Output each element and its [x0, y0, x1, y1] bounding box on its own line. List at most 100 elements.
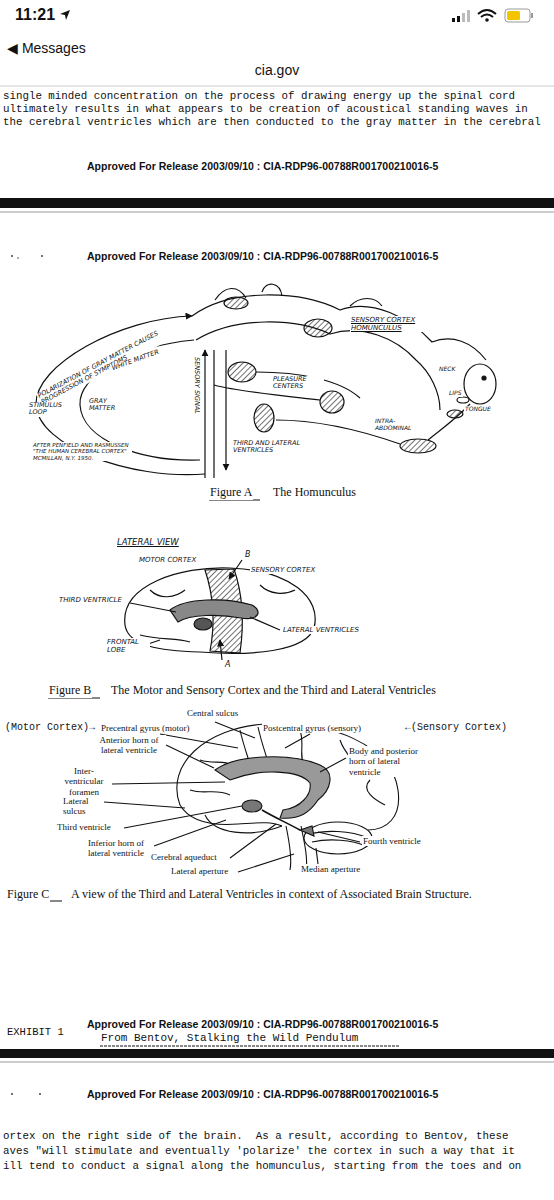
scan-specks [39, 1093, 41, 1095]
status-bar [467, 10, 470, 22]
homunculus-figure [256, 372, 360, 398]
status-bar [485, 18, 489, 22]
part-name: Third ventricle [56, 822, 112, 832]
source-note: From Bentov, Stalking the Wild Pendulum [100, 1032, 359, 1045]
body-text: aves "will stimulate and eventually 'pol… [2, 1145, 516, 1157]
homunculus-figure [350, 299, 382, 307]
homunculus-figure [464, 364, 496, 404]
figure-label: MOTOR CORTEX [138, 556, 197, 564]
brain-ventricle-figure [238, 854, 294, 872]
toolbar-rule [0, 86, 554, 87]
status-bar [457, 16, 460, 22]
part-name: Cerebral aqueduct [150, 852, 218, 862]
brain-ventricle-figure [300, 826, 314, 836]
status-time: 11:21 [14, 6, 56, 24]
callout-letter: B [244, 550, 252, 559]
figure-number: Figure A [209, 486, 253, 500]
part-name: Lateral sulcus [62, 796, 104, 817]
brain-lateral-view [250, 617, 280, 630]
homunculus-figure [228, 362, 256, 382]
brain-lateral-view [150, 590, 185, 597]
figure-note: POLARIZATION OF GRAY MATTER CAUSES PROGR… [36, 324, 175, 408]
brain-ventricle-figure [310, 831, 368, 846]
callout-letter: A [224, 660, 231, 669]
page-gap [0, 1049, 554, 1058]
part-name: Median aperture [300, 864, 361, 874]
page-gap [0, 198, 554, 208]
figure-label: THIRD VENTRICLE [58, 596, 123, 604]
release-stamp: Approved For Release 2003/09/10 : CIA-RD… [86, 250, 439, 262]
figure-label: NECK [438, 366, 456, 373]
figure-caption: The Homunculus [272, 486, 357, 500]
release-stamp: Approved For Release 2003/09/10 : CIA-RD… [86, 1088, 439, 1100]
figure-label: INTRA-ABDOMINAL [374, 418, 428, 432]
source-underline [100, 1046, 400, 1047]
scan-specks [11, 1093, 13, 1095]
brain-lateral-view [220, 640, 222, 660]
brain-ventricle-figure [262, 810, 300, 830]
figure-number: Figure B [48, 684, 92, 698]
figure-label: PLEASURE CENTERS [272, 376, 324, 391]
brain-lateral-view [229, 560, 242, 579]
figure-label: LATERAL VENTRICLES [282, 626, 360, 634]
scan-specks [41, 255, 43, 257]
brain-ventricle-figure [104, 802, 185, 808]
part-name: Inferior horn of lateral ventricle [78, 838, 154, 859]
homunculus-figure [262, 284, 282, 296]
brain-ventricle-figure [124, 806, 242, 828]
body-text: ultimately results in what appears to be… [2, 103, 529, 115]
status-bar [505, 9, 530, 22]
exhibit-number: EXHIBIT 1 [6, 1026, 65, 1038]
brain-lateral-view [260, 585, 295, 593]
part-name: Inter-ventricular foramen [56, 766, 112, 797]
brain-ventricle-figure [215, 757, 330, 819]
release-stamp: Approved For Release 2003/09/10 : CIA-RD… [86, 160, 439, 172]
side-note: ←(Sensory Cortex) [404, 722, 508, 734]
brain-ventricle-figure [112, 782, 225, 784]
part-name: Central sulcus [186, 708, 239, 718]
brain-ventricle-figure [154, 820, 226, 846]
brain-lateral-view [170, 600, 258, 622]
figure-label: THIRD AND LATERAL VENTRICLES [232, 440, 306, 455]
figure-label: LIPS [448, 390, 463, 397]
part-name: Precentral gyrus (motor) [100, 723, 190, 733]
body-text: single minded concentration on the proce… [2, 90, 516, 102]
part-name: Postcentral gyrus (sensory) [262, 723, 362, 733]
status-bar [507, 11, 520, 20]
homunculus-figure [320, 391, 344, 413]
status-bar [60, 9, 533, 22]
part-name: Anterior horn of lateral ventricle [92, 735, 166, 756]
figure-label: GRAY MATTER [88, 398, 130, 413]
body-text: ortex on the right side of the brain. As… [2, 1130, 509, 1142]
homunculus-figure [192, 295, 486, 360]
brain-ventricle-figure [242, 800, 262, 812]
figure-label: STIMULUS LOOP [28, 402, 72, 417]
brain-ventricle-figure [166, 745, 214, 768]
side-note: (Motor Cortex)→ [4, 722, 96, 734]
status-bar [462, 13, 465, 22]
scan-specks [17, 257, 19, 259]
body-text: ill tend to conduct a signal along the h… [2, 1160, 522, 1172]
status-bar [481, 15, 493, 18]
part-name: Body and posterior horn of lateral ventr… [348, 746, 432, 777]
page-edge [0, 1062, 554, 1063]
brain-ventricle-figure [230, 824, 276, 858]
brain-ventricle-figure [190, 790, 230, 795]
homunculus-figure [400, 439, 436, 453]
figure-caption: A view of the Third and Lateral Ventricl… [70, 888, 548, 902]
part-name: Fourth ventricle [362, 836, 422, 846]
brain-ventricle-figure [160, 734, 238, 748]
homunculus-figure [457, 397, 469, 403]
figure-label: SENSORY CORTEX HOMUNCULUS [350, 316, 432, 332]
body-text: the cerebral ventricles which are then c… [2, 116, 542, 128]
part-name: Lateral aperture [170, 866, 229, 876]
homunculus-figure [304, 319, 332, 337]
figure-label: FRONTAL LOBE [106, 638, 150, 654]
homunculus-figure [254, 404, 274, 432]
figure-label: LATERAL VIEW [116, 538, 180, 548]
homunculus-figure [204, 350, 205, 478]
figure-number: Figure C [6, 888, 50, 902]
homunculus-figure [225, 350, 226, 470]
back-link: ◀ Messages [6, 40, 87, 56]
